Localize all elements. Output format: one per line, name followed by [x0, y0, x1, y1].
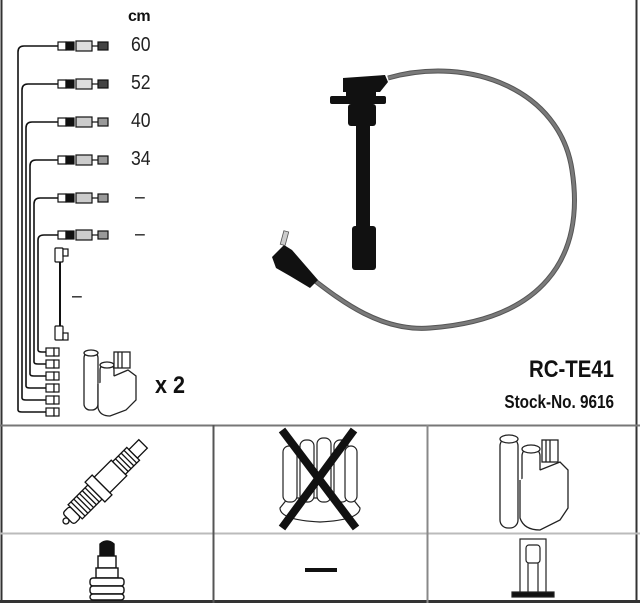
connector-40-icon: [57, 116, 109, 128]
spark-plug-connector-icon: [89, 540, 125, 601]
coil-quantity: x 2: [155, 372, 186, 399]
cable-length-label: –: [72, 285, 82, 307]
ignition-coil-icon: [499, 434, 569, 531]
connector-6-icon: [57, 229, 109, 241]
cable-length-label: 34: [131, 148, 151, 170]
connector-52-icon: [57, 78, 109, 90]
cable-connectors: [45, 40, 109, 417]
stock-number: Stock-No. 9616: [504, 392, 614, 412]
terminal-stack-icon: [45, 347, 60, 417]
dash-none-icon: [305, 568, 337, 572]
distributor-cap-icon: [278, 427, 361, 531]
connector-5-icon: [57, 192, 109, 204]
main-ignition-cable-icon: [272, 68, 577, 331]
coil-pack-small-icon: [83, 349, 137, 417]
cable-length-label: 40: [131, 110, 151, 132]
spark-plug-icon: [62, 438, 149, 525]
cable-harness-icon: [17, 45, 58, 413]
connector-60-icon: [57, 40, 109, 52]
cable-length-label: 52: [131, 72, 151, 94]
coil-terminal-icon: [511, 538, 555, 598]
cable-length-label: 60: [131, 34, 151, 56]
product-model: RC-TE41: [528, 356, 614, 383]
connector-34-icon: [57, 154, 109, 166]
cable-length-label: –: [135, 223, 145, 245]
cable-length-label: –: [135, 186, 145, 208]
unit-label: cm: [128, 8, 151, 25]
jumper-cable-icon: [54, 247, 69, 341]
